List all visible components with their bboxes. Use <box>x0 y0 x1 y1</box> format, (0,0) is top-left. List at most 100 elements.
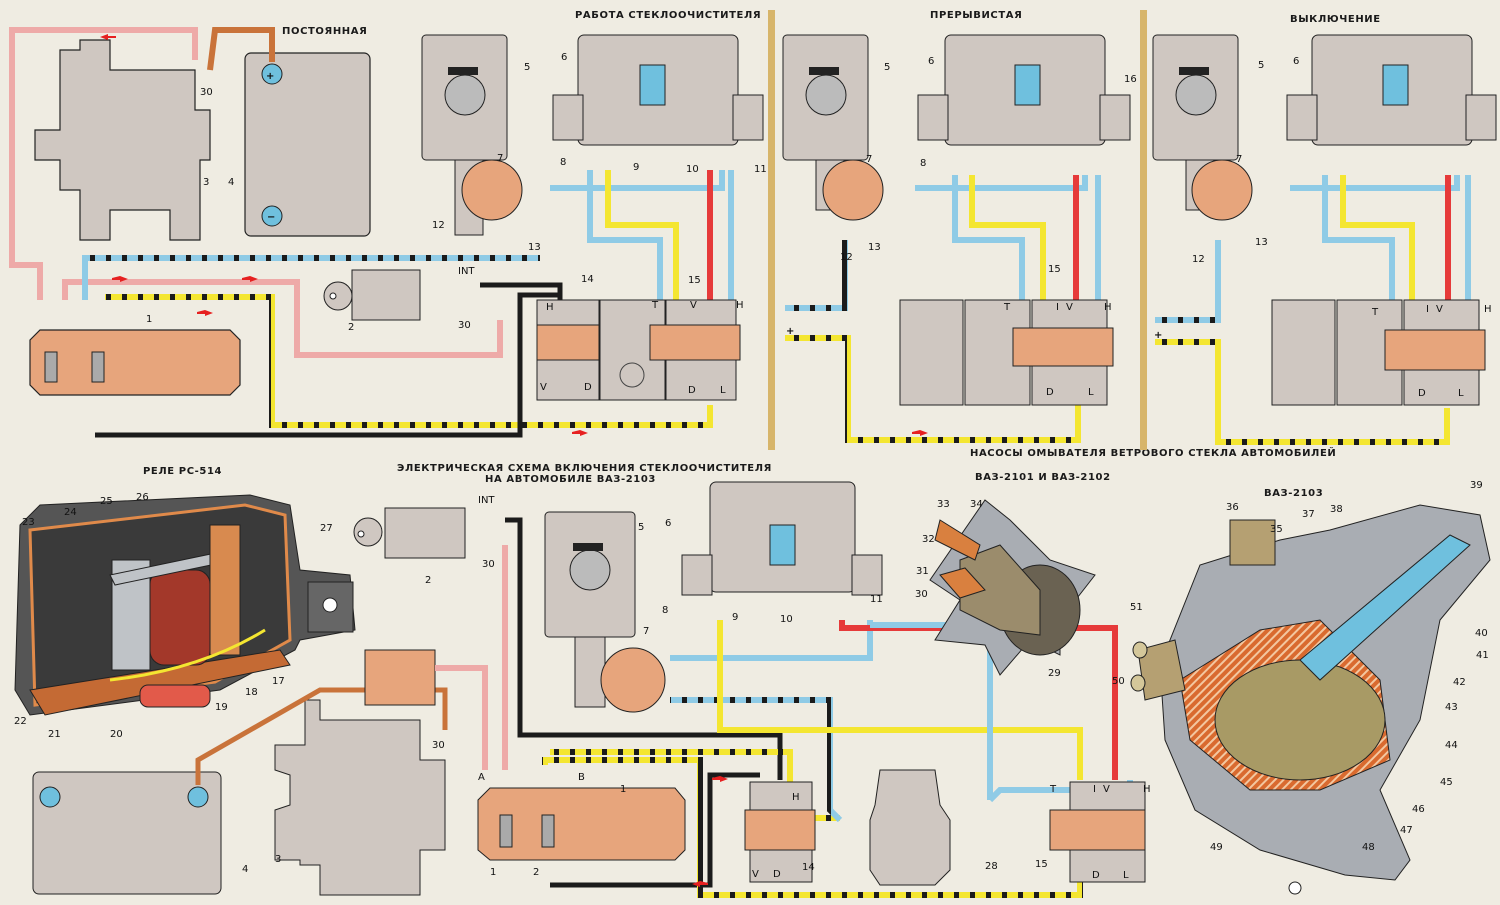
terminal-D-p2: D <box>1046 387 1054 398</box>
relay-rs514-illustration <box>14 494 356 716</box>
callout-49: 49 <box>1210 842 1223 853</box>
callout-47: 47 <box>1400 825 1413 836</box>
wire-yellow-p3 <box>1340 175 1415 300</box>
relay-box-1 <box>552 34 764 146</box>
callout-2-top: 2 <box>348 322 354 333</box>
washer-pump-2103-illustration <box>1130 504 1491 895</box>
title-pump-2101: ВАЗ-2101 И ВАЗ-2102 <box>975 472 1111 483</box>
wire-orange-bottom <box>195 687 365 785</box>
terminal-T-p3: T <box>1371 307 1379 318</box>
terminal-30-bottom: 30 <box>482 559 495 570</box>
terminal-H-p2: H <box>1104 302 1112 313</box>
wire-blue-fuse <box>82 255 540 300</box>
arrow-icon <box>100 34 116 40</box>
terminal-30-gen-bottom: 30 <box>432 740 445 751</box>
switch-14-bottom <box>744 781 816 883</box>
callout-51: 51 <box>1130 602 1143 613</box>
arrow-icon <box>242 276 258 282</box>
terminal-fuse-1: 1 <box>490 867 496 878</box>
fuse-block-top <box>29 329 241 396</box>
terminal-V-14-bottom: V <box>752 869 759 880</box>
terminal-B: B <box>578 772 585 783</box>
callout-10-bottom: 10 <box>780 614 793 625</box>
callout-11-p1: 11 <box>754 164 767 175</box>
wiper-motor-bottom <box>544 511 636 708</box>
callout-6-bottom: 6 <box>665 518 671 529</box>
callout-7-p1: 7 <box>497 153 503 164</box>
callout-17: 17 <box>272 676 285 687</box>
terminal-V-bottom: V <box>1103 784 1110 795</box>
callout-4-top: 4 <box>228 177 234 188</box>
callout-16-p2: 16 <box>1124 74 1137 85</box>
battery-plus-terminal-bottom <box>187 786 209 808</box>
callout-13-p2: 13 <box>868 242 881 253</box>
arrow-icon <box>112 276 128 282</box>
callout-36: 36 <box>1226 502 1239 513</box>
wire-black-return-bottom <box>550 772 760 888</box>
callout-18: 18 <box>245 687 258 698</box>
terminal-T-p1: T <box>651 300 659 311</box>
callout-1-top: 1 <box>146 314 152 325</box>
svg-text:−: − <box>267 212 275 223</box>
current-flow-arrows <box>100 34 928 887</box>
ignition-switch-top <box>323 269 421 321</box>
wire-yellow-p2-plus <box>785 335 1081 443</box>
battery-minus-terminal <box>261 205 283 227</box>
terminal-T-bottom: T <box>1049 784 1057 795</box>
wire-black-ground <box>95 292 560 438</box>
wire-yellow-fuse <box>105 294 713 428</box>
title-wiper-operation: РАБОТА СТЕКЛООЧИСТИТЕЛЯ <box>575 10 762 21</box>
wiper-motor-1 <box>421 34 508 236</box>
wire-pink-relay-fuse <box>435 665 488 770</box>
switch-15-bottom <box>1049 781 1146 883</box>
battery-top: + − <box>244 52 371 237</box>
callout-12-p2: 12 <box>840 252 853 263</box>
terminal-int-bottom: INT <box>478 495 495 506</box>
generator-bottom <box>274 699 446 896</box>
wire-pink-gen-to-fuse <box>9 27 198 300</box>
callout-38: 38 <box>1330 504 1343 515</box>
callout-35: 35 <box>1270 524 1283 535</box>
washer-pump-2101-illustration <box>929 499 1096 676</box>
washer-pump-28 <box>869 769 951 886</box>
callout-15-p1: 15 <box>688 275 701 286</box>
callout-25: 25 <box>100 496 113 507</box>
relay-box-2 <box>917 34 1131 146</box>
callout-5-p2: 5 <box>884 62 890 73</box>
callout-32: 32 <box>922 534 935 545</box>
wire-blue-p2-ground <box>785 240 848 311</box>
terminal-V-p3: V <box>1436 304 1443 315</box>
callout-3-bottom: 3 <box>275 854 281 865</box>
title-scheme-line1: ЭЛЕКТРИЧЕСКАЯ СХЕМА ВКЛЮЧЕНИЯ СТЕКЛООЧИС… <box>397 463 772 474</box>
callout-8-p2: 8 <box>920 158 926 169</box>
title-off: ВЫКЛЮЧЕНИЕ <box>1290 14 1381 25</box>
terminal-L-p3: L <box>1458 388 1464 399</box>
panel-divider-1 <box>768 10 775 450</box>
callout-20: 20 <box>110 729 123 740</box>
callout-11-bottom: 11 <box>870 594 883 605</box>
battery-minus-terminal-bottom <box>39 786 61 808</box>
wire-yellow-bottom-1 <box>542 757 1083 898</box>
terminal-H-14-bottom: H <box>792 792 800 803</box>
terminal-D-14-bottom: D <box>773 869 781 880</box>
callout-46: 46 <box>1412 804 1425 815</box>
title-relay: РЕЛЕ РС-514 <box>143 466 223 477</box>
callout-7-p3: 7 <box>1236 154 1242 165</box>
terminal-plus-p2: + <box>786 326 794 337</box>
callout-23: 23 <box>22 517 35 528</box>
callout-3-top: 3 <box>203 177 209 188</box>
callout-13-p3: 13 <box>1255 237 1268 248</box>
terminal-V-p1: V <box>690 300 697 311</box>
wire-yellow-bottom-3 <box>717 620 1083 780</box>
relay-box-3 <box>1286 34 1497 146</box>
fuse-1 <box>44 351 58 383</box>
callout-44: 44 <box>1445 740 1458 751</box>
wire-pink-to-ignition <box>62 279 503 358</box>
relay-block-bottom <box>364 649 436 706</box>
callout-29: 29 <box>1048 668 1061 679</box>
wire-orange-battery <box>207 27 275 71</box>
callout-5-bottom: 5 <box>638 522 644 533</box>
callout-43: 43 <box>1445 702 1458 713</box>
arrow-icon <box>912 430 928 436</box>
